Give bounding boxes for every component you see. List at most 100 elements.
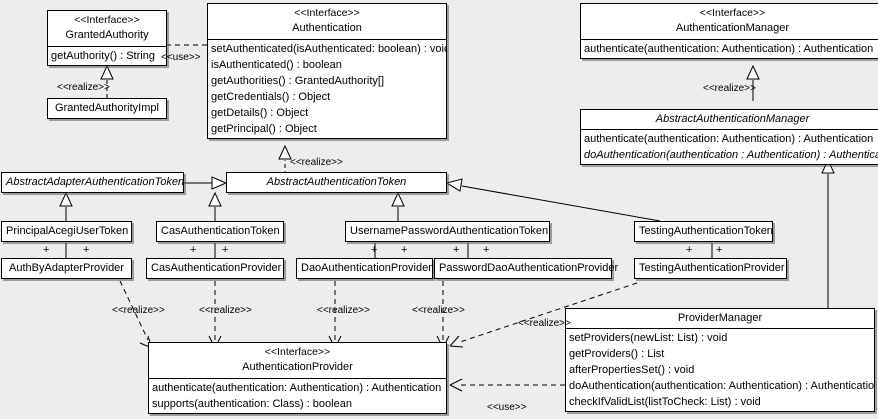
operation-row: isAuthenticated() : boolean [211,59,342,71]
class-name-label: AbstractAuthenticationManager [655,113,810,125]
multiplicity-marker: + [371,244,378,256]
class-name-label: UsernamePasswordAuthenticationToken [350,225,549,237]
class-header-username-password-authentication-token: UsernamePasswordAuthenticationToken [346,222,549,241]
class-header-abstract-authentication-token: AbstractAuthenticationToken [227,173,446,192]
operation-row: getDetails() : Object [211,107,309,119]
class-name-label: TestingAuthenticationToken [639,225,773,237]
stereotype-label: <<Interface>> [74,14,140,26]
class-name-label: Authentication [292,22,362,34]
relation-label-realize-granted-authority-impl: <<realize>> [57,82,110,93]
class-box-abstract-authentication-manager[interactable]: AbstractAuthenticationManager authentica… [580,109,878,165]
class-name-label: DaoAuthenticationProvider [301,262,432,274]
operation-row: afterPropertiesSet() : void [569,364,695,376]
class-box-testing-authentication-provider[interactable]: TestingAuthenticationProvider [634,258,787,279]
operation-row: getPrincipal() : Object [211,123,317,135]
relation-label-use-provider-manager: <<use>> [487,402,527,413]
class-name-label: CasAuthenticationProvider [151,262,282,274]
class-separator [581,39,878,40]
relation-label-realize-abstract-token-authentication: <<realize>> [290,157,343,168]
operation-row: authenticate(authentication: Authenticat… [152,382,442,394]
operations-compartment: getAuthority() : String [48,47,166,65]
multiplicity-marker: + [222,244,229,256]
operation-row: getProviders() : List [569,348,665,360]
class-box-principal-acegi-user-token[interactable]: PrincipalAcegiUserToken [1,221,132,242]
operation-row: getAuthority() : String [51,50,155,62]
class-separator [149,378,446,379]
class-name-label: ProviderManager [677,312,763,324]
class-header-cas-authentication-token: CasAuthenticationToken [157,222,283,241]
class-separator [208,39,446,40]
class-header-cas-authentication-provider: CasAuthenticationProvider [147,259,283,278]
operation-row: doAuthentication(authentication: Authent… [569,380,874,392]
class-box-granted-authority[interactable]: <<Interface>> GrantedAuthority getAuthor… [47,10,167,66]
class-box-provider-manager[interactable]: ProviderManager setProviders(newList: Li… [565,308,875,412]
operations-compartment: setAuthenticated(isAuthenticated: boolea… [208,40,446,138]
operation-row: authenticate(authentication: Authenticat… [584,43,874,55]
class-box-cas-authentication-token[interactable]: CasAuthenticationToken [156,221,284,242]
class-box-auth-by-adapter-provider[interactable]: AuthByAdapterProvider [1,258,132,279]
stereotype-label: <<Interface>> [699,7,766,19]
class-header-abstract-adapter-authentication-token: AbstractAdapterAuthenticationToken [2,173,184,192]
class-name-label: PasswordDaoAuthenticationProvider [439,262,619,274]
multiplicity-marker: + [483,244,490,256]
class-header-authentication-manager: <<Interface>> AuthenticationManager [581,4,878,39]
operations-compartment: authenticate(authentication: Authenticat… [581,130,878,164]
class-box-testing-authentication-token[interactable]: TestingAuthenticationToken [634,221,773,242]
class-name-label: CasAuthenticationToken [161,225,280,237]
class-separator [48,46,166,47]
operation-row: authenticate(authentication: Authenticat… [584,133,874,145]
class-header-testing-authentication-provider: TestingAuthenticationProvider [635,259,786,278]
operation-row: setAuthenticated(isAuthenticated: boolea… [211,43,446,55]
multiplicity-marker: + [453,244,460,256]
class-box-authentication[interactable]: <<Interface>> Authentication setAuthenti… [207,3,447,139]
relation-label-realize-auth-by-adapter: <<realize>> [112,305,165,316]
multiplicity-marker: + [401,244,408,256]
multiplicity-marker: + [686,244,693,256]
class-box-cas-authentication-provider[interactable]: CasAuthenticationProvider [146,258,284,279]
multiplicity-marker: + [716,244,723,256]
operation-row: getCredentials() : Object [211,91,331,103]
class-header-provider-manager: ProviderManager [566,309,874,328]
class-box-password-dao-authentication-provider[interactable]: PasswordDaoAuthenticationProvider [434,258,619,279]
class-header-authentication-provider: <<Interface>> AuthenticationProvider [149,343,446,378]
multiplicity-marker: + [43,244,50,256]
class-separator [581,129,878,130]
class-header-auth-by-adapter-provider: AuthByAdapterProvider [2,259,131,278]
class-box-username-password-authentication-token[interactable]: UsernamePasswordAuthenticationToken [345,221,550,242]
operation-row: supports(authentication: Class) : boolea… [152,398,352,410]
class-header-authentication: <<Interface>> Authentication [208,4,446,39]
relation-label-realize-password-dao: <<realize>> [412,305,465,316]
relation-label-realize-cas: <<realize>> [199,305,252,316]
relation-label-realize-dao: <<realize>> [317,305,370,316]
class-box-authentication-manager[interactable]: <<Interface>> AuthenticationManager auth… [580,3,878,59]
class-name-label: AuthenticationProvider [242,361,353,373]
operations-compartment: authenticate(authentication: Authenticat… [149,379,446,413]
multiplicity-marker: + [190,244,197,256]
class-box-authentication-provider[interactable]: <<Interface>> AuthenticationProvider aut… [148,342,447,414]
class-box-abstract-authentication-token[interactable]: AbstractAuthenticationToken [226,172,447,193]
operations-compartment: setProviders(newList: List) : void getPr… [566,329,874,411]
class-header-principal-acegi-user-token: PrincipalAcegiUserToken [2,222,131,241]
class-header-password-dao-authentication-provider: PasswordDaoAuthenticationProvider [435,259,619,278]
class-name-label: AuthenticationManager [675,22,790,34]
operations-compartment: authenticate(authentication: Authenticat… [581,40,878,58]
stereotype-label: <<Interface>> [264,346,331,358]
class-header-dao-authentication-provider: DaoAuthenticationProvider [297,259,432,278]
class-name-label: PrincipalAcegiUserToken [6,225,129,237]
relation-label-realize-abstract-manager: <<realize>> [703,83,756,94]
class-box-dao-authentication-provider[interactable]: DaoAuthenticationProvider [296,258,433,279]
operation-row: setProviders(newList: List) : void [569,332,728,344]
class-name-label: AuthByAdapterProvider [9,262,124,274]
operation-row: getAuthorities() : GrantedAuthority[] [211,75,385,87]
operation-row: checkIfValidList(listToCheck: List) : vo… [569,396,761,408]
multiplicity-marker: + [83,244,90,256]
class-header-testing-authentication-token: TestingAuthenticationToken [635,222,773,241]
operation-row: doAuthentication(authentication : Authen… [584,149,878,161]
stereotype-label: <<Interface>> [294,7,360,19]
class-box-granted-authority-impl[interactable]: GrantedAuthorityImpl [47,98,167,119]
class-header-granted-authority: <<Interface>> GrantedAuthority [48,11,166,46]
class-name-label: TestingAuthenticationProvider [639,262,785,274]
class-box-abstract-adapter-authentication-token[interactable]: AbstractAdapterAuthenticationToken [1,172,184,193]
relation-label-use-authentication-grantedauthority: <<use>> [161,52,201,63]
